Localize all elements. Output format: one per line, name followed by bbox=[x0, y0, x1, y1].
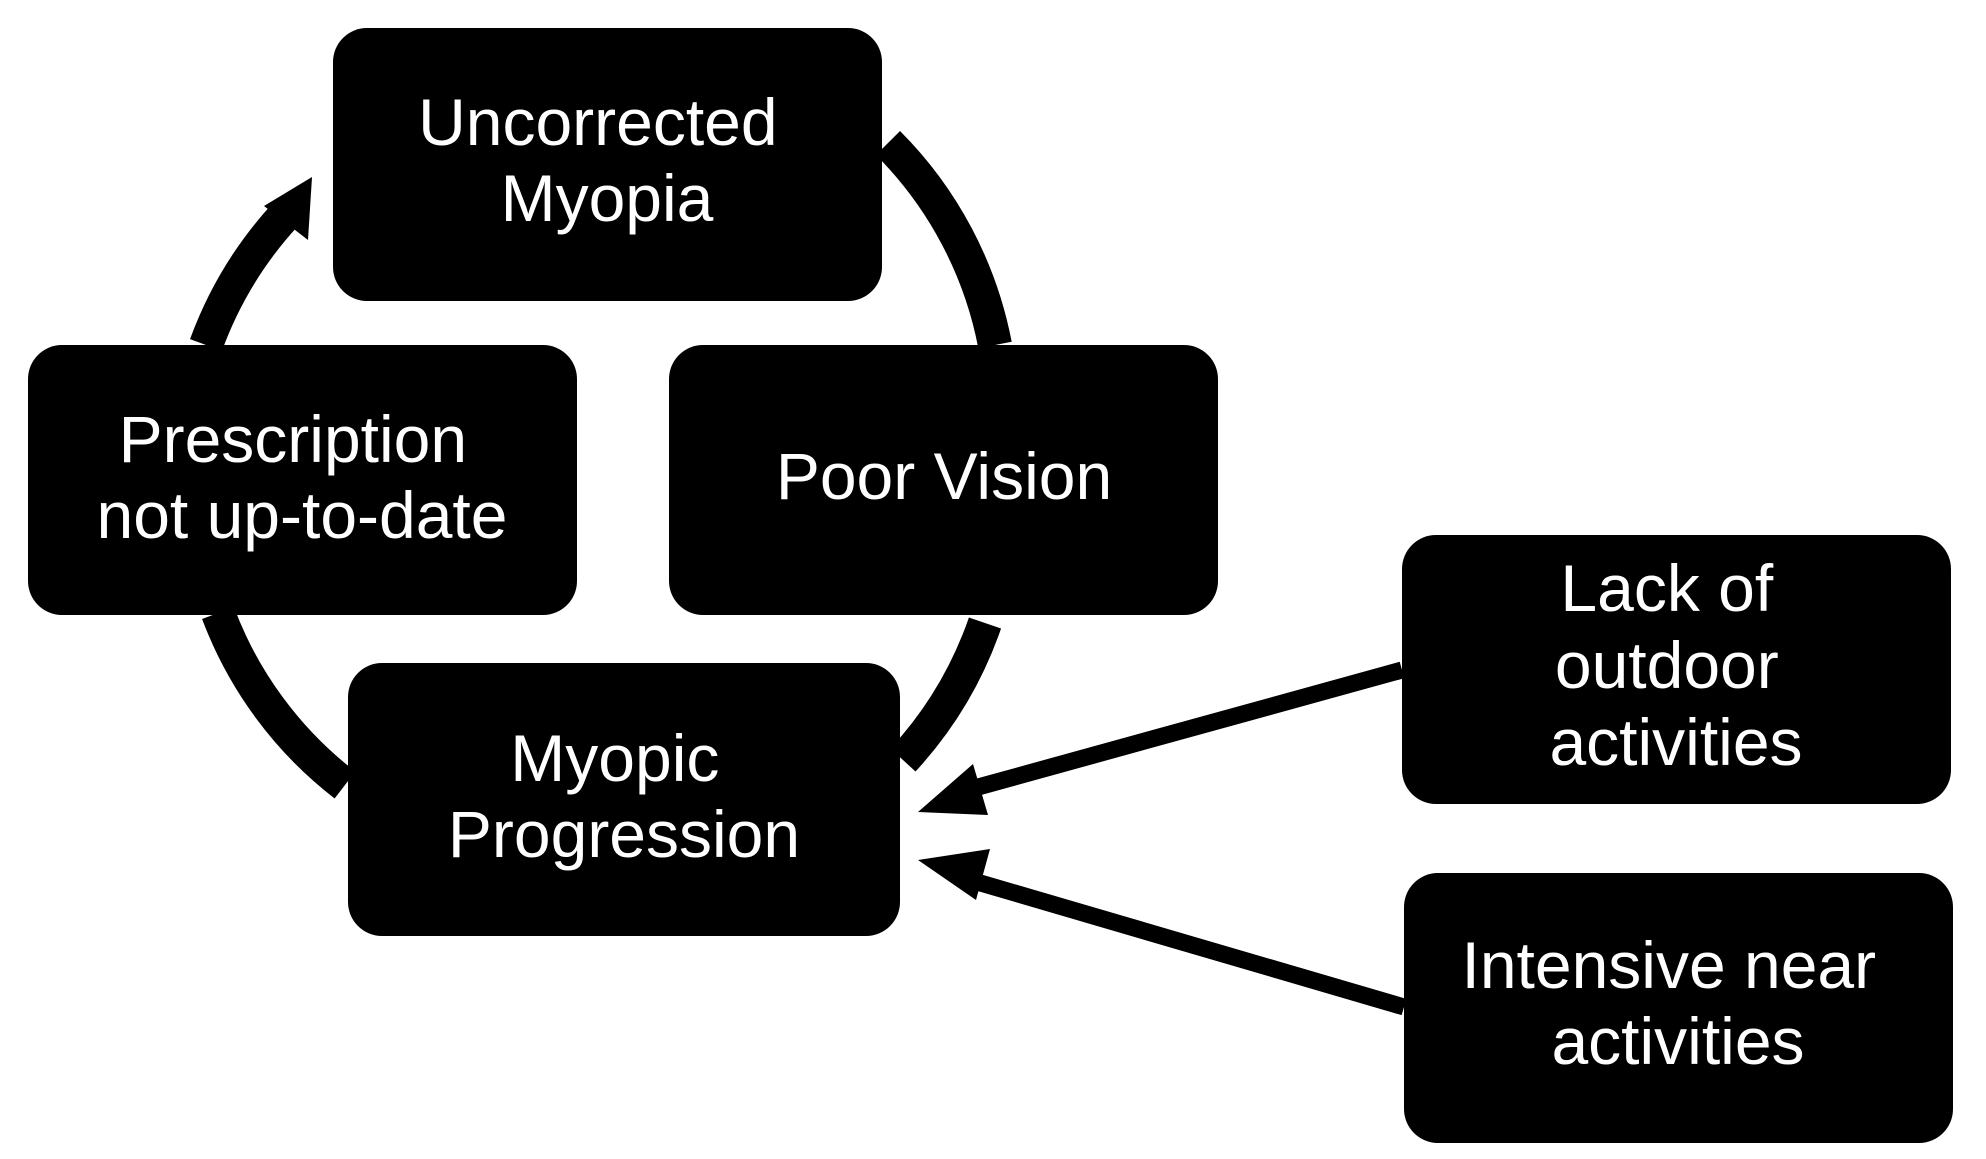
myopic-progression-label: Myopic Progression bbox=[448, 721, 800, 871]
influence-arrows bbox=[918, 661, 1407, 1016]
cycle-arc-right-lower bbox=[890, 617, 1002, 772]
lack-of-outdoor-box bbox=[1402, 535, 1951, 804]
prescription-label: Prescription not up-to-date bbox=[97, 402, 508, 552]
arrow-outdoor-shaft bbox=[957, 661, 1405, 801]
intensive-near-line-1: Intensive near bbox=[1462, 928, 1877, 1002]
poor-vision-line-1: Poor Vision bbox=[776, 439, 1112, 513]
cycle-arc-right-upper bbox=[875, 130, 1012, 349]
intensive-near-line-2: activities bbox=[1551, 1004, 1804, 1078]
lack-of-outdoor-line-1: Lack of bbox=[1560, 551, 1773, 625]
arrow-outdoor-head bbox=[918, 764, 988, 815]
node-prescription: Prescription not up-to-date bbox=[28, 345, 577, 615]
myopic-progression-box bbox=[348, 663, 900, 936]
uncorrected-myopia-line-2: Myopia bbox=[501, 161, 714, 235]
myopic-progression-line-1: Myopic bbox=[510, 721, 719, 795]
myopic-progression-line-2: Progression bbox=[448, 797, 800, 871]
node-myopic-progression: Myopic Progression bbox=[348, 663, 900, 936]
intensive-near-box bbox=[1404, 873, 1953, 1143]
poor-vision-box bbox=[669, 345, 1218, 615]
uncorrected-myopia-line-1: Uncorrected bbox=[418, 85, 778, 159]
node-lack-of-outdoor: Lack of outdoor activities bbox=[1402, 535, 1951, 804]
node-intensive-near: Intensive near activities bbox=[1404, 873, 1953, 1143]
lack-of-outdoor-label: Lack of outdoor activities bbox=[1549, 551, 1802, 779]
lack-of-outdoor-line-2: outdoor bbox=[1555, 628, 1779, 702]
prescription-line-2: not up-to-date bbox=[97, 478, 508, 552]
cycle-arrowhead bbox=[264, 177, 312, 240]
node-poor-vision: Poor Vision bbox=[669, 345, 1218, 615]
intensive-near-label: Intensive near activities bbox=[1462, 928, 1895, 1078]
prescription-line-1: Prescription bbox=[119, 402, 467, 476]
arrow-near-head bbox=[918, 849, 990, 900]
prescription-box bbox=[28, 345, 577, 615]
uncorrected-myopia-box bbox=[333, 28, 882, 301]
cycle-arc-left-lower bbox=[202, 606, 356, 799]
uncorrected-myopia-label: Uncorrected Myopia bbox=[418, 85, 796, 235]
arrow-near-shaft bbox=[957, 868, 1407, 1016]
poor-vision-label: Poor Vision bbox=[776, 439, 1112, 513]
node-uncorrected-myopia: Uncorrected Myopia bbox=[333, 28, 882, 301]
cycle-ring bbox=[190, 130, 1012, 799]
cycle-arc-left-upper bbox=[190, 203, 298, 351]
lack-of-outdoor-line-3: activities bbox=[1549, 705, 1802, 779]
